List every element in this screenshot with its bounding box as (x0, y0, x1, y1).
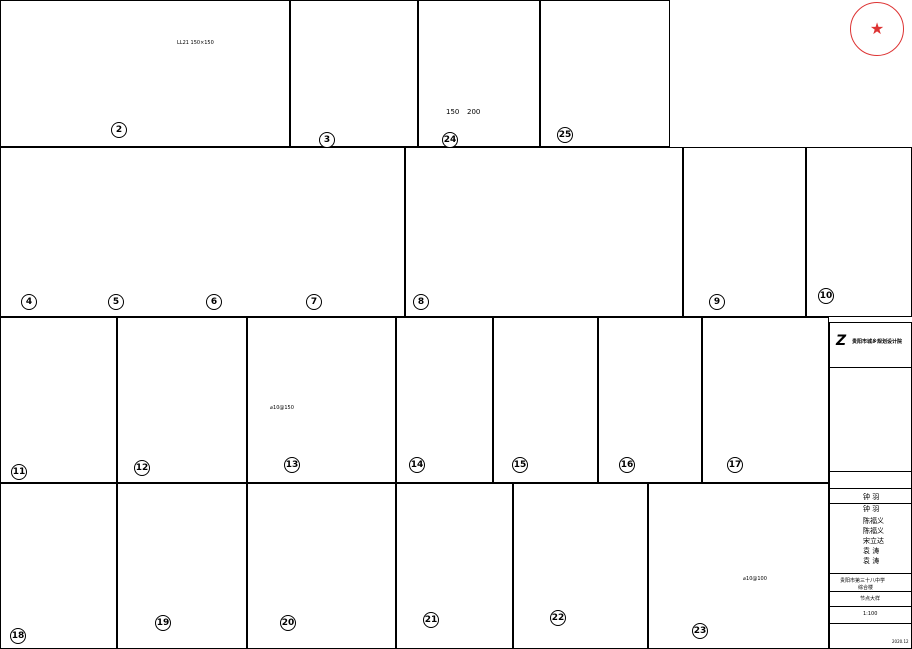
dim-150: 150 (446, 108, 460, 116)
panel-detail-12 (117, 317, 247, 483)
detail-number-24: 24 (442, 132, 458, 148)
panel-detail-15 (493, 317, 598, 483)
detail-number-22: 22 (550, 610, 566, 626)
detail-number-21: 21 (423, 612, 439, 628)
detail-number-10: 10 (818, 288, 834, 304)
detail-number-23: 23 (692, 623, 708, 639)
project-name: 贵阳市第三十八中学 (840, 578, 886, 584)
detail-number-12: 12 (134, 460, 150, 476)
signer-4: 陈福义 (863, 527, 884, 535)
signer-3: 陈福义 (863, 517, 884, 525)
panel-detail-18 (0, 483, 117, 649)
panel-detail-3 (290, 0, 418, 147)
detail-number-16: 16 (619, 457, 635, 473)
panel-detail-13 (247, 317, 396, 483)
detail-number-19: 19 (155, 615, 171, 631)
panel-detail-22 (513, 483, 648, 649)
drawing-scale: 1:100 (863, 611, 878, 617)
dim-rebar-100: ⌀10@100 (743, 576, 767, 582)
approval-stamp: ★ (850, 2, 904, 56)
panel-detail-2 (0, 0, 290, 147)
panel-detail-23 (648, 483, 829, 649)
detail-number-15: 15 (512, 457, 528, 473)
detail-number-13: 13 (284, 457, 300, 473)
detail-number-6: 6 (206, 294, 222, 310)
panel-detail-24 (418, 0, 540, 147)
panel-detail-14 (396, 317, 493, 483)
title-block: Z 贵阳市城乡规划设计院 钟 羽 钟 羽 陈福义 陈福义 宋立达 袁 涛 袁 涛… (829, 322, 912, 649)
signer-1: 钟 羽 (863, 493, 880, 501)
detail-number-8: 8 (413, 294, 429, 310)
detail-number-11: 11 (11, 464, 27, 480)
beam-label: LL21 150×150 (177, 40, 214, 46)
drawing-title: 节点大样 (860, 596, 881, 602)
detail-number-20: 20 (280, 615, 296, 631)
panel-detail-16 (598, 317, 702, 483)
dim-rebar-150: ⌀10@150 (270, 405, 294, 411)
company-logo-icon: Z (836, 333, 847, 349)
panel-detail-25 (540, 0, 670, 147)
dim-200: 200 (467, 108, 481, 116)
detail-number-25: 25 (557, 127, 573, 143)
panel-detail-21 (396, 483, 513, 649)
panel-detail-17 (702, 317, 829, 483)
panel-detail-4 (0, 147, 405, 317)
detail-number-14: 14 (409, 457, 425, 473)
panel-detail-8 (405, 147, 683, 317)
signer-5: 宋立达 (863, 537, 884, 545)
detail-number-9: 9 (709, 294, 725, 310)
stamp-star-icon: ★ (869, 19, 885, 38)
detail-number-2: 2 (111, 122, 127, 138)
drawing-date: 2020.12 (892, 639, 909, 644)
signer-2: 钟 羽 (863, 505, 880, 513)
detail-number-18: 18 (10, 628, 26, 644)
detail-number-4: 4 (21, 294, 37, 310)
panel-detail-19 (117, 483, 247, 649)
company-name: 贵阳市城乡规划设计院 (852, 339, 903, 345)
detail-number-5: 5 (108, 294, 124, 310)
panel-detail-9 (683, 147, 806, 317)
subproject-name: 综合楼 (858, 585, 874, 591)
detail-number-17: 17 (727, 457, 743, 473)
signer-6: 袁 涛 (863, 547, 880, 555)
panel-detail-11 (0, 317, 117, 483)
signer-7: 袁 涛 (863, 557, 880, 565)
detail-number-3: 3 (319, 132, 335, 148)
panel-detail-20 (247, 483, 396, 649)
detail-number-7: 7 (306, 294, 322, 310)
